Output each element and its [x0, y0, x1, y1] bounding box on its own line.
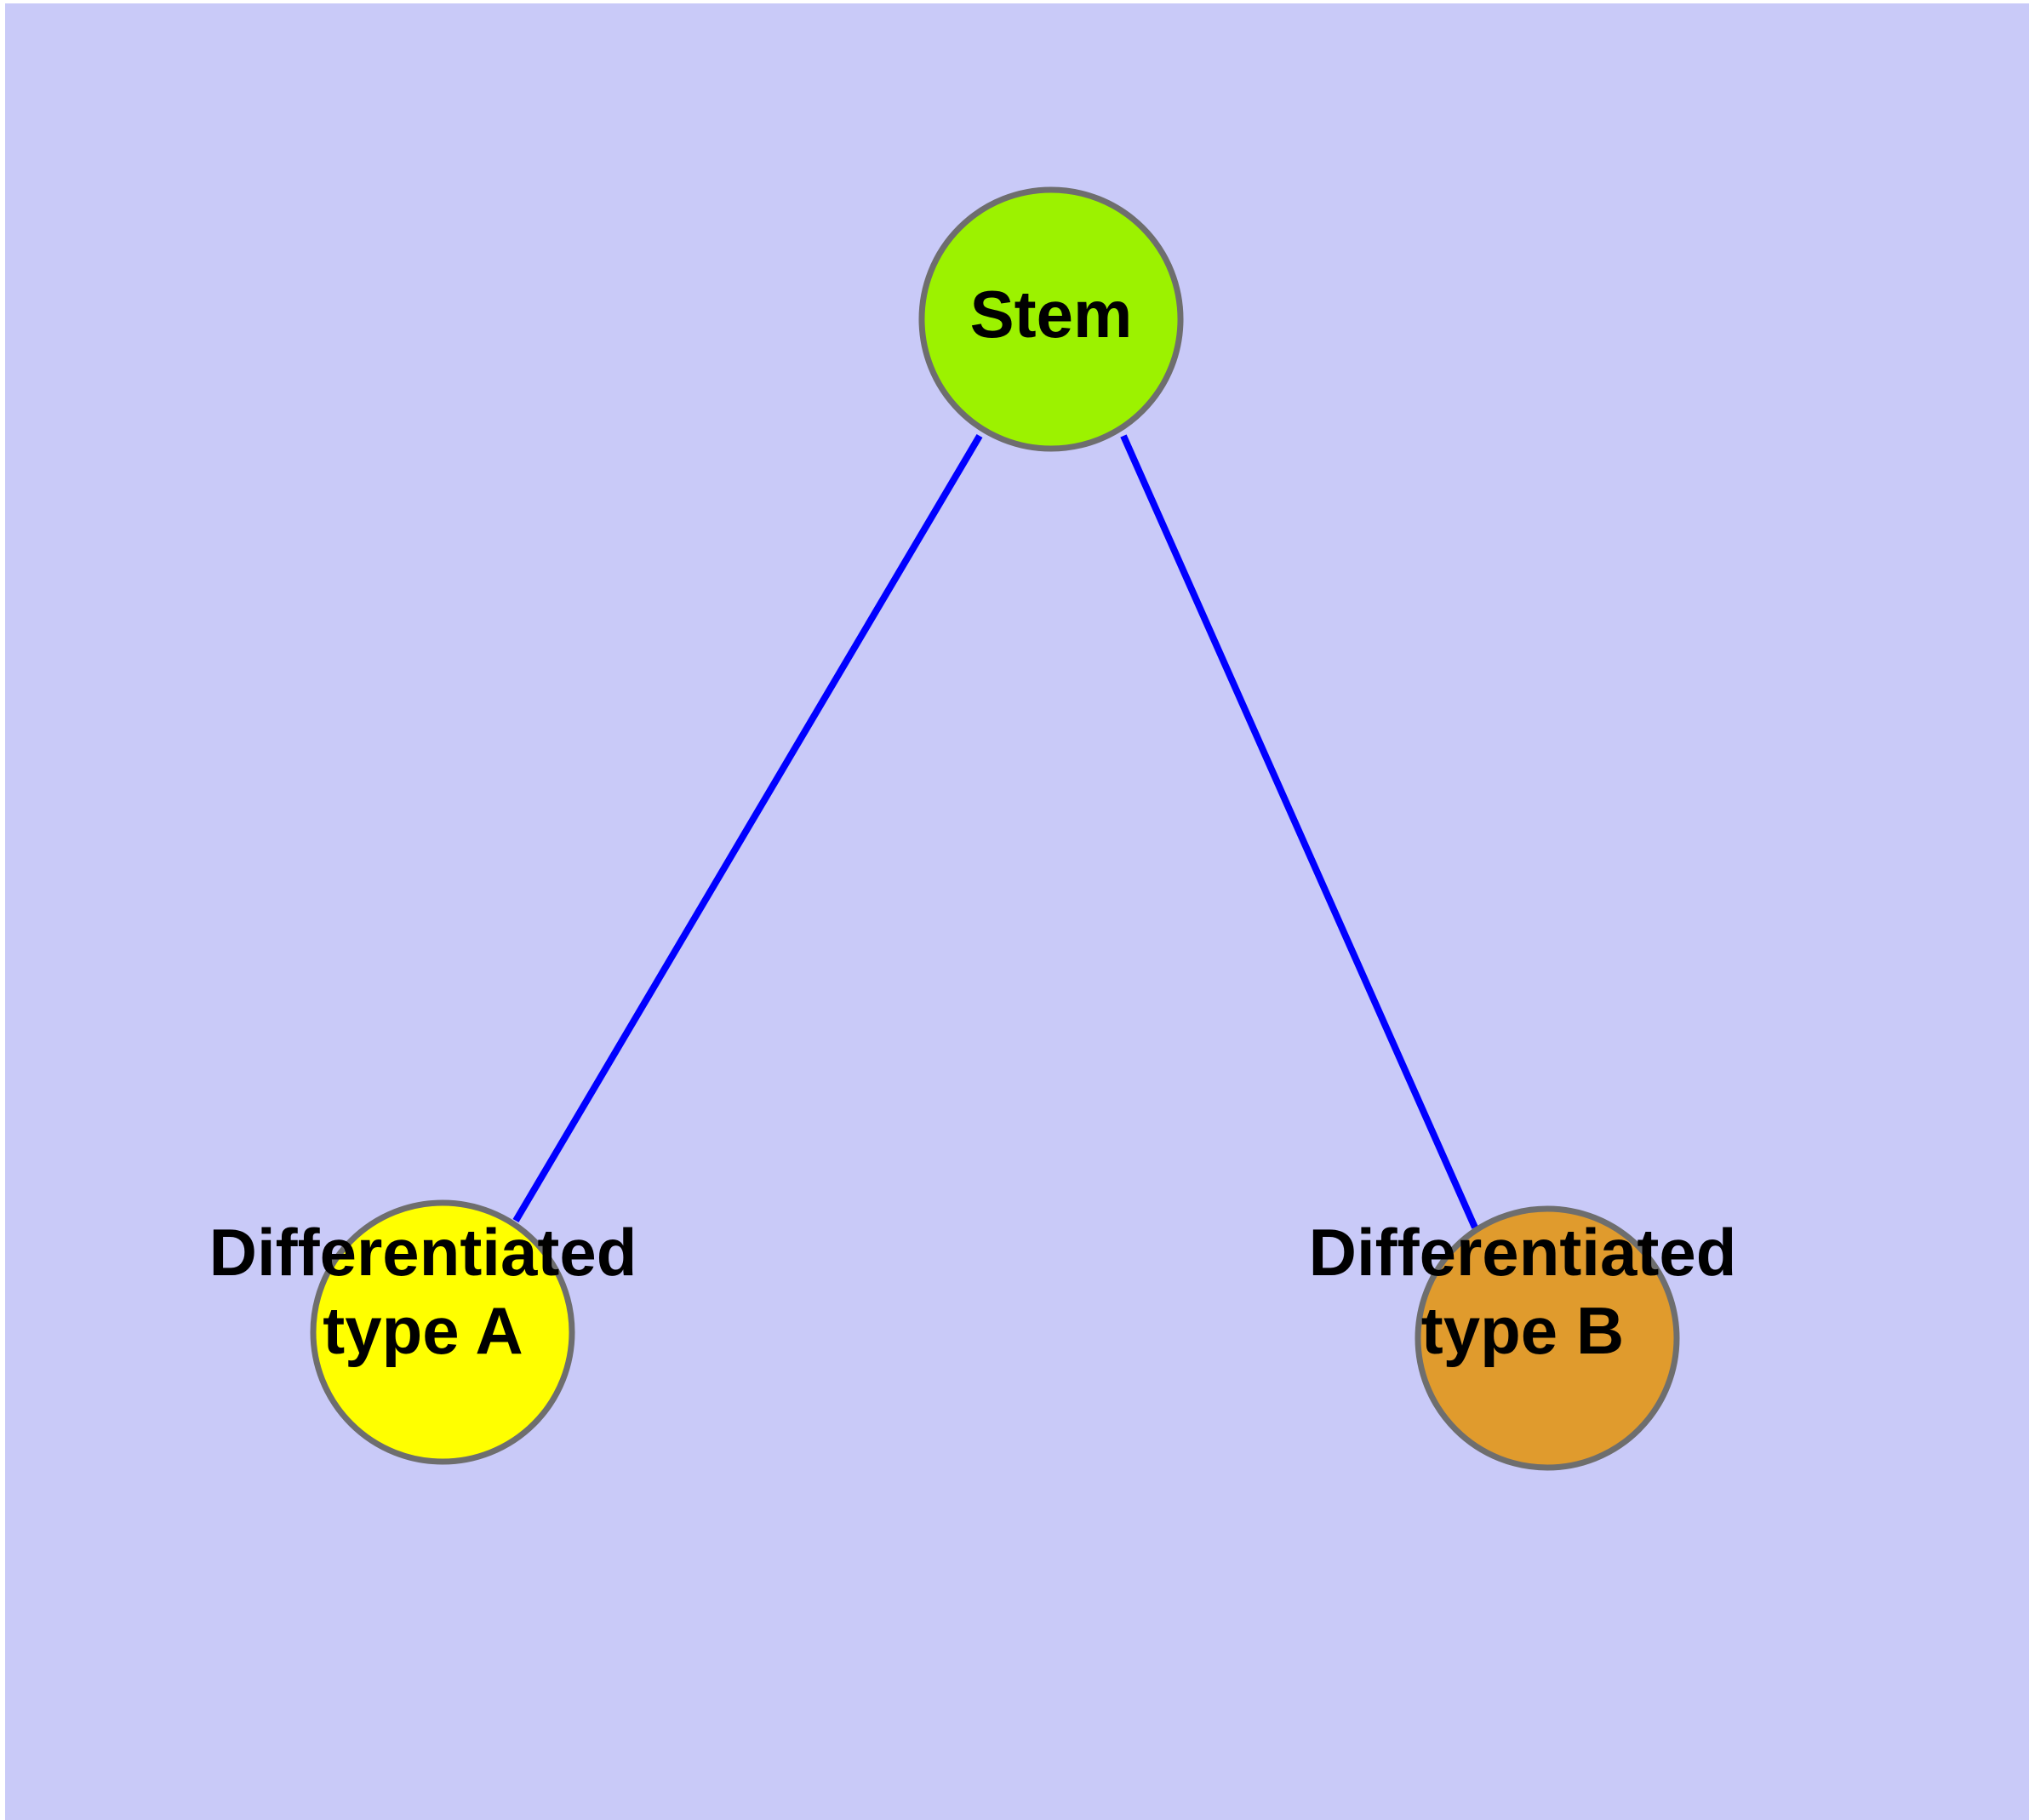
- graph-node-diff-a[interactable]: [310, 1199, 575, 1465]
- graph-node-stem[interactable]: [918, 186, 1184, 452]
- node-label-line: type B: [1421, 1293, 1624, 1368]
- node-label-line: Stem: [970, 277, 1133, 352]
- node-circle-stem[interactable]: [918, 186, 1184, 452]
- graph-node-diff-b[interactable]: [1415, 1205, 1680, 1471]
- node-circle-diff-a[interactable]: [310, 1199, 575, 1465]
- node-label-line: Differentiated: [209, 1215, 637, 1290]
- graph-edge-stem-to-diff-a[interactable]: [512, 433, 983, 1223]
- node-label-line: type A: [323, 1293, 523, 1368]
- node-label-line: Differentiated: [1309, 1215, 1737, 1290]
- edge-layer: [512, 433, 1478, 1229]
- graph-edge-stem-to-diff-b[interactable]: [1120, 434, 1478, 1229]
- node-label-stem: Stem: [970, 277, 1133, 352]
- node-circle-diff-b[interactable]: [1415, 1205, 1680, 1471]
